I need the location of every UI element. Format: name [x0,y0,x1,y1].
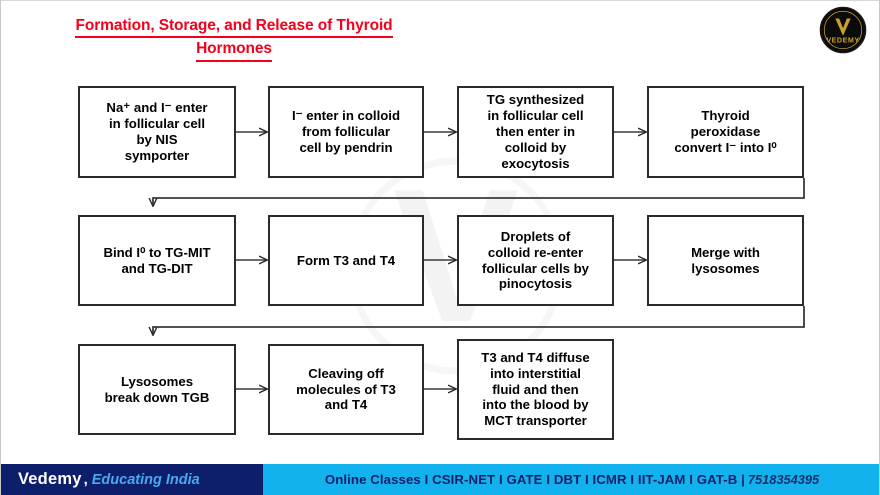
node-text: Bind I⁰ to TG-MIT and TG-DIT [103,244,211,276]
contact-phone: 7518354395 [747,472,820,487]
slide-title: Formation, Storage, and Release of Thyro… [19,15,449,62]
brand-separator: , [83,471,88,488]
brand-name: Vedemy [18,470,82,488]
node-text: Form T3 and T4 [296,252,396,268]
node-text: Merge with lysosomes [691,244,760,276]
title-line-1: Formation, Storage, and Release of Thyro… [75,15,393,39]
vedemy-logo-icon: VEDEMY [819,6,867,54]
node-text: Droplets of colloid re-enter follicular … [481,228,589,292]
footer-brand-block: Vedemy , Educating India [1,464,263,495]
node-merge-with-lysosomes[interactable]: Merge with lysosomes [647,215,804,306]
courses-list: Online Classes I CSIR-NET I GATE I DBT I… [324,472,745,487]
svg-text:VEDEMY: VEDEMY [826,35,859,44]
node-bind-iodine-tg-mit-dit[interactable]: Bind I⁰ to TG-MIT and TG-DIT [78,215,236,306]
footer-bar: Vedemy , Educating India Online Classes … [1,464,879,495]
node-thyroid-peroxidase-convert[interactable]: Thyroid peroxidase convert I⁻ into I⁰ [647,86,804,178]
node-tg-synthesized-exocytosis[interactable]: TG synthesized in follicular cell then e… [457,86,614,178]
node-text: Cleaving off molecules of T3 and T4 [296,365,396,413]
flowchart: Na⁺ and I⁻ enter in follicular cell by N… [1,1,879,461]
node-droplets-colloid-pinocytosis[interactable]: Droplets of colloid re-enter follicular … [457,215,614,306]
node-cleaving-off-molecules[interactable]: Cleaving off molecules of T3 and T4 [268,344,424,435]
node-text: Thyroid peroxidase convert I⁻ into I⁰ [674,108,777,155]
node-i-enter-colloid-pendrin[interactable]: I⁻ enter in colloid from follicular cell… [268,86,424,178]
node-text: T3 and T4 diffuse into interstitial flui… [481,349,590,429]
title-line-2: Hormones [196,38,272,62]
node-form-t3-and-t4[interactable]: Form T3 and T4 [268,215,424,306]
node-text: Lysosomes break down TGB [104,373,210,405]
node-lysosomes-break-down-tgb[interactable]: Lysosomes break down TGB [78,344,236,435]
node-text: TG synthesized in follicular cell then e… [486,92,585,171]
node-na-i-enter-follicular-cell[interactable]: Na⁺ and I⁻ enter in follicular cell by N… [78,86,236,178]
brand-tagline: Educating India [91,471,200,488]
node-text: I⁻ enter in colloid from follicular cell… [291,108,401,155]
node-text: Na⁺ and I⁻ enter in follicular cell by N… [106,100,208,163]
footer-courses-block: Online Classes I CSIR-NET I GATE I DBT I… [263,464,879,495]
node-t3-t4-diffuse-mct[interactable]: T3 and T4 diffuse into interstitial flui… [457,339,614,440]
